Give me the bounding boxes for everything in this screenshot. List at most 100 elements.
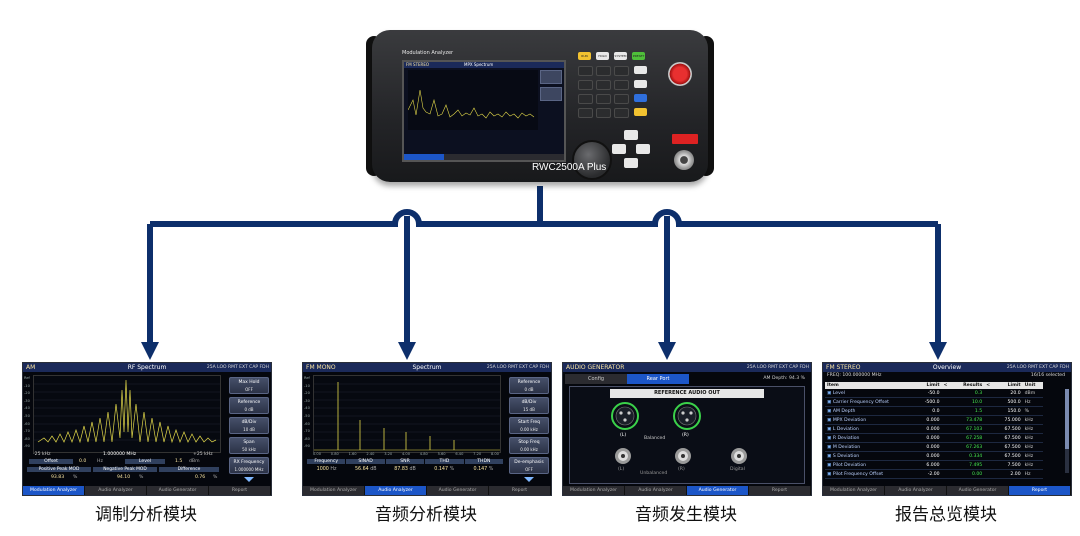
more-down-icon[interactable] [524,477,534,482]
down-arrow-key[interactable] [624,158,638,168]
tab-audio-generator[interactable]: Audio Generator [427,486,489,495]
tab-modulation-analyzer[interactable]: Modulation Analyzer [23,486,85,495]
rf-spectrum-trace [34,379,220,444]
numpad-key[interactable] [578,108,593,118]
numpad-key[interactable] [578,94,593,104]
checkbox-icon[interactable]: ▣ [827,417,833,423]
numpad-key[interactable] [614,80,629,90]
more-down-icon[interactable] [244,477,254,482]
numpad-key[interactable] [614,108,629,118]
numpad-key[interactable] [596,66,611,76]
limit-high: 7.500 [1007,462,1021,468]
spacer [941,424,953,434]
tab-modulation-analyzer[interactable]: Modulation Analyzer [823,486,885,495]
numpad-key[interactable] [596,94,611,104]
tab-audio-analyzer[interactable]: Audio Analyzer [85,486,147,495]
panel-title-bar: AUDIO GENERATOR 25A LOO RMT EXT CAP FDH [563,363,811,372]
table-header-row: Item Limit < Results < Limit Unit [825,382,1043,389]
run-key[interactable]: RUN [578,52,591,60]
bnc-digital-label: Digital [730,467,745,472]
difference-value: 0.76 [195,475,206,480]
enter-key[interactable] [634,108,647,116]
power-button[interactable] [668,62,692,86]
spacer [941,451,953,461]
rotary-knob[interactable] [572,140,612,180]
checkbox-icon[interactable]: ▣ [827,453,833,459]
checkbox-icon[interactable]: ▣ [827,408,833,414]
xlr-left-icon [611,402,639,430]
function-key[interactable] [634,66,647,74]
numpad-key[interactable] [578,80,593,90]
left-arrow-key[interactable] [612,144,626,154]
system-key[interactable]: SYSTEM [614,52,627,60]
mode-label: FM MONO [306,364,336,371]
spacer [984,397,996,407]
tab-audio-generator[interactable]: Audio Generator [687,486,749,495]
tab-audio-generator[interactable]: Audio Generator [947,486,1009,495]
status-indicators: 25A LOO RMT EXT CAP FDH [746,365,809,370]
checkbox-icon[interactable]: ▣ [827,471,833,477]
subtab-config[interactable]: Config [565,374,627,384]
checkbox-icon[interactable]: ▣ [827,399,833,405]
spacer [984,406,996,416]
limit-high: 2.00 [1010,471,1021,477]
tab-audio-generator[interactable]: Audio Generator [147,486,209,495]
right-arrow-key[interactable] [636,144,650,154]
numpad-key[interactable] [578,66,593,76]
checkbox-icon[interactable]: ▣ [827,426,833,432]
checkbox-icon[interactable]: ▣ [827,435,833,441]
measure-unit: dB [409,467,416,472]
preset-key[interactable]: PRESET [632,52,645,60]
numpad-key[interactable] [596,108,611,118]
function-key[interactable] [634,94,647,102]
hold-key[interactable]: HOLD [596,52,609,60]
tab-report[interactable]: Report [209,486,271,495]
tab-modulation-analyzer[interactable]: Modulation Analyzer [563,486,625,495]
numpad-key[interactable] [614,94,629,104]
function-key[interactable] [634,80,647,88]
up-arrow-key[interactable] [624,130,638,140]
tab-report[interactable]: Report [489,486,551,495]
tab-report[interactable]: Report [749,486,811,495]
negative-peak-label: Negative Peak MOD [93,467,157,472]
subtab-rear-port[interactable]: Rear Port [627,374,689,384]
tab-audio-analyzer[interactable]: Audio Analyzer [885,486,947,495]
numpad-key[interactable] [596,80,611,90]
spacer [941,415,953,425]
checkbox-icon[interactable]: ▣ [827,390,833,396]
tab-audio-analyzer[interactable]: Audio Analyzer [625,486,687,495]
checkbox-icon[interactable]: ▣ [827,444,833,450]
x-tick: 5.60 [437,452,446,456]
unbalanced-label: Unbalanced [640,471,668,476]
bottom-tab-bar: Modulation Analyzer Audio Analyzer Audio… [303,486,551,495]
tab-modulation-analyzer[interactable]: Modulation Analyzer [303,486,365,495]
x-tick: 4.80 [419,452,428,456]
scrollbar-thumb[interactable] [1065,389,1069,449]
difference-label: Difference [159,467,219,472]
checkbox-icon[interactable]: ▣ [827,462,833,468]
tab-audio-analyzer[interactable]: Audio Analyzer [365,486,427,495]
tab-report[interactable]: Report [1009,486,1071,495]
table-scrollbar[interactable] [1065,389,1069,473]
numpad-key[interactable] [614,66,629,76]
